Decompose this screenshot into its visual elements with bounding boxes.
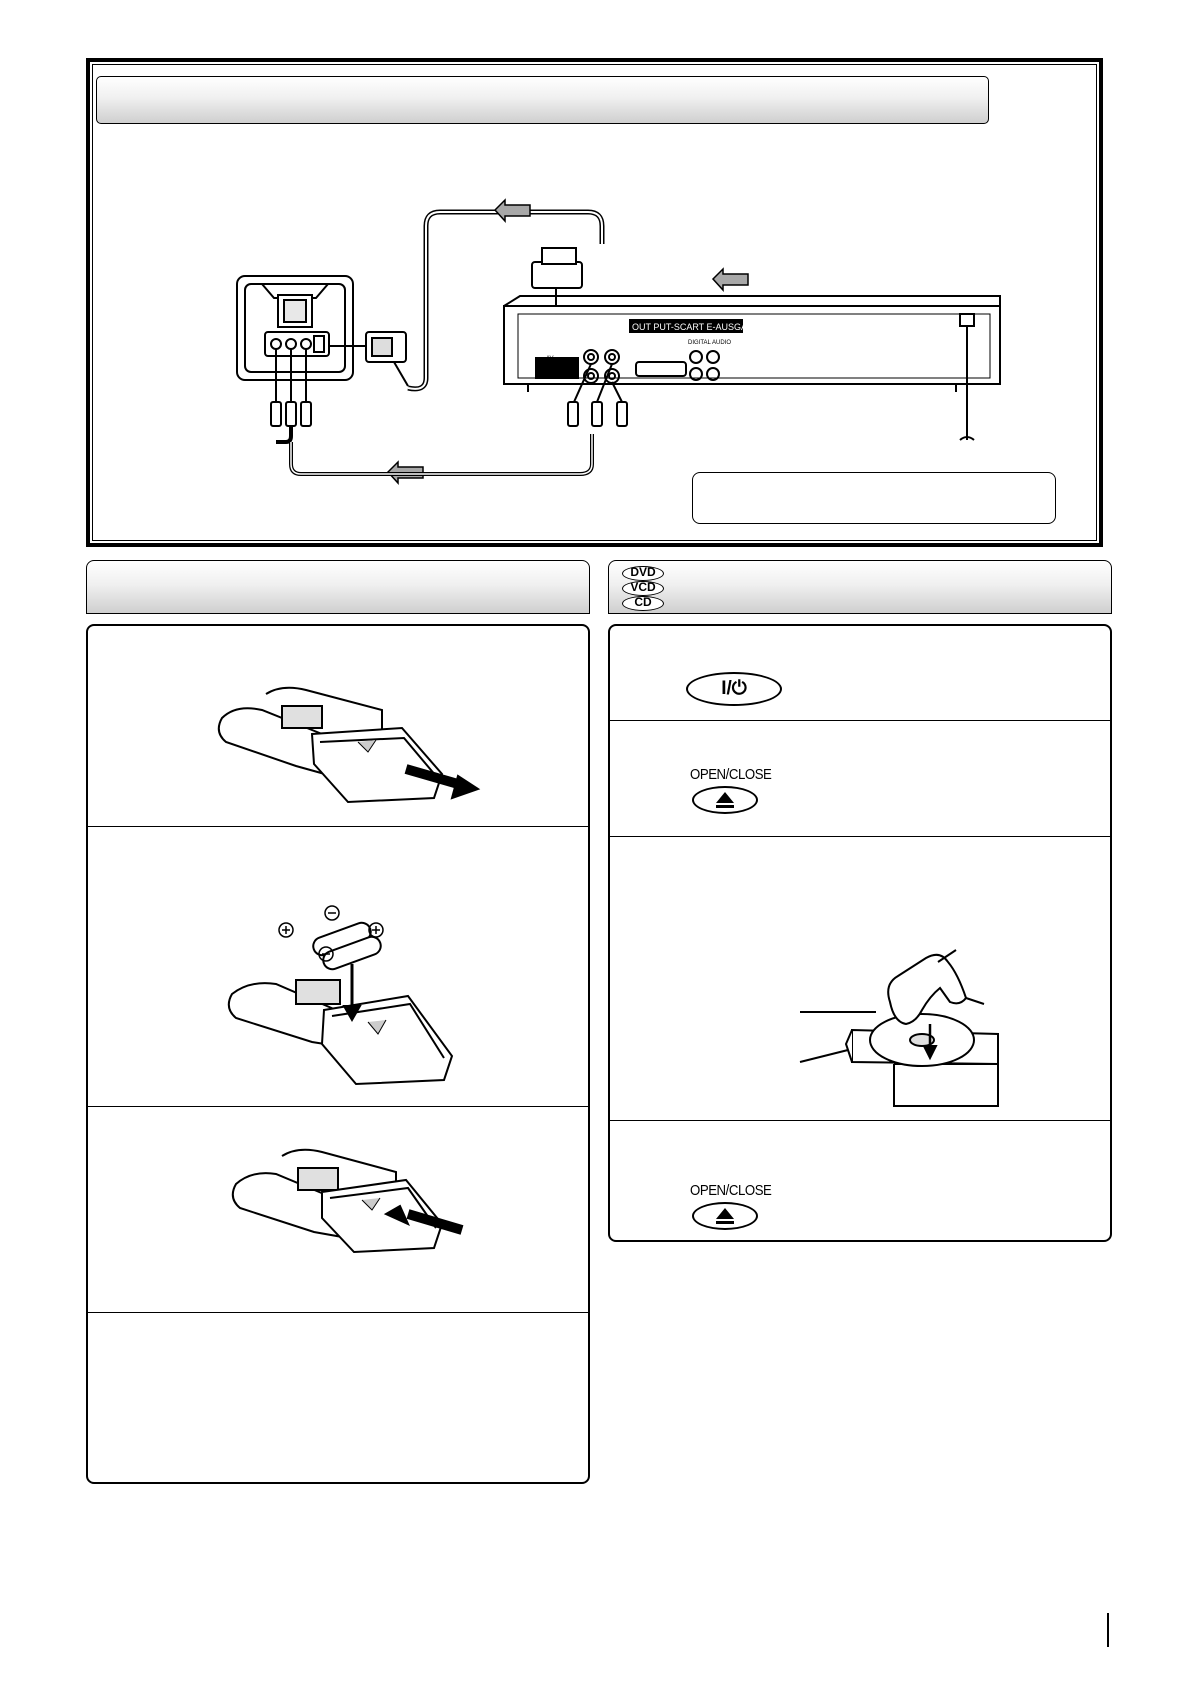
battery-step-divider (88, 826, 588, 827)
connection-frame (86, 58, 1103, 547)
battery-illustrations (217, 686, 481, 1254)
disc-panel (608, 624, 1112, 1242)
power-cord (959, 326, 975, 441)
cd-label: CD (634, 595, 652, 609)
battery-step-divider (88, 1312, 588, 1313)
eject-icon (716, 1208, 734, 1224)
power-button-icon: I/⏻ (721, 678, 747, 699)
open-close-label-close: OPEN/CLOSE (690, 1182, 772, 1199)
vcd-label: VCD (630, 580, 656, 594)
connection-diagram: OUT PUT-SCART E-AUSGANG AV DIGITAL AUDIO (236, 198, 1001, 485)
dvd-label: DVD (630, 565, 656, 579)
connection-inner-frame (92, 64, 1097, 541)
disc-loading-illustration (799, 949, 999, 1107)
open-close-button[interactable] (692, 786, 758, 814)
eject-icon (716, 792, 734, 808)
audio-label: DIGITAL AUDIO (688, 340, 731, 346)
player-rca-plugs (567, 363, 628, 427)
remote-open-cover-illustration (217, 686, 481, 804)
page-edge-mark (1107, 1613, 1109, 1647)
tv-illustration (236, 275, 354, 381)
vcd-logo-icon: VCD (622, 581, 664, 596)
rear-panel-label: OUT PUT-SCART E-AUSGANG (632, 322, 761, 332)
remote-close-cover-illustration (231, 1148, 464, 1254)
disc-section-header (608, 560, 1112, 614)
av-cable (276, 426, 594, 476)
tv-scart-plug (330, 331, 409, 387)
scart-label: AV (546, 356, 554, 362)
disc-step-divider (610, 1120, 1110, 1121)
battery-step-divider (88, 1106, 588, 1107)
remote-insert-batteries-illustration (227, 905, 454, 1086)
connection-note-box (692, 472, 1056, 524)
dvd-logo-icon: DVD (622, 566, 664, 581)
dvd-player-rear (503, 295, 1001, 392)
disc-step-divider (610, 720, 1110, 721)
connection-title-bar (96, 76, 989, 124)
cd-logo-icon: CD (622, 596, 664, 611)
battery-plus-icon (278, 922, 384, 938)
open-close-label: OPEN/CLOSE (690, 766, 772, 783)
battery-section-header (86, 560, 590, 614)
tv-rca-plugs (270, 349, 312, 427)
open-close-button-close[interactable] (692, 1202, 758, 1230)
battery-minus-icon (318, 905, 340, 962)
disc-step-divider (610, 836, 1110, 837)
power-button[interactable]: I/⏻ (686, 672, 782, 706)
